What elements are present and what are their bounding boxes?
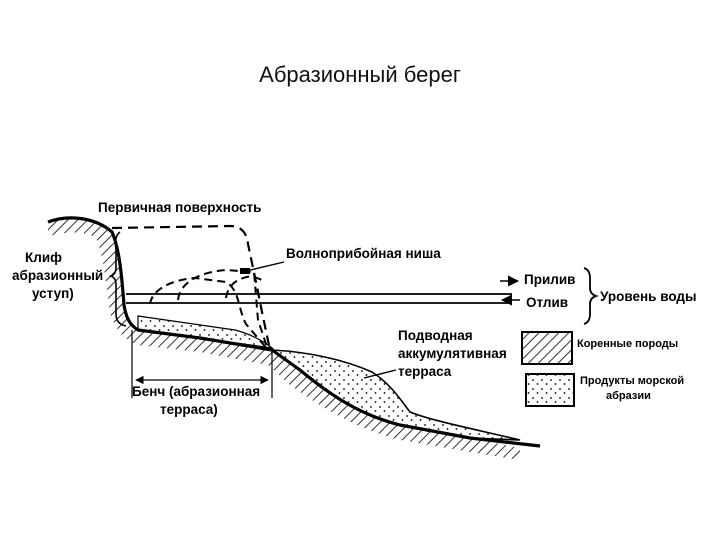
cliff-bracket [108,231,127,327]
label-terrace-3: терраса [398,364,452,379]
label-water-level: Уровень воды [600,289,697,304]
label-wave-niche: Волноприбойная ниша [286,246,441,261]
legend-label-abrasion-2: абразии [606,390,651,402]
label-primary-surface: Первичная поверхность [98,200,261,215]
niche-marker [240,268,250,274]
legend: Коренные породы Продукты морской абразии [521,331,684,407]
bench-sediment [137,315,275,349]
label-terrace-1: Подводная [398,328,473,343]
underwater-terrace [269,349,521,441]
label-low-tide: Отлив [526,295,568,310]
label-cliff-3: уступ) [32,286,74,301]
label-terrace-2: аккумулятивная [398,346,507,361]
slide-title: Абразионный берег [259,62,461,87]
label-bench-2: терраса) [160,402,218,417]
label-cliff-2: абразионный [12,268,103,283]
legend-label-bedrock: Коренные породы [577,338,678,350]
intermediate-profile-2 [149,276,269,351]
label-high-tide: Прилив [524,272,575,287]
bedrock-hatch [48,217,520,460]
primary-surface-dashed [111,224,272,351]
tide-brace [583,267,599,325]
label-cliff-1: Клиф [25,250,62,265]
label-bench-1: Бенч (абразионная [132,384,260,399]
legend-swatch-bedrock [521,331,573,365]
legend-swatch-abrasion [525,373,575,407]
legend-label-abrasion-1: Продукты морской [580,375,684,387]
terrace-pointer [363,369,397,379]
